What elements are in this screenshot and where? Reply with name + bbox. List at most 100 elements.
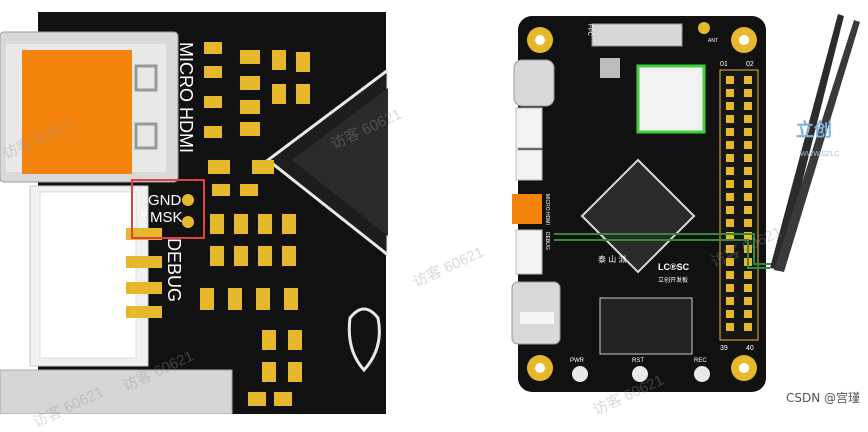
tweezers: [770, 14, 844, 270]
gpio-pin: [744, 115, 752, 123]
smd-components: [200, 42, 310, 406]
jumper-wire-2: [554, 239, 770, 269]
gpio-pin: [744, 297, 752, 305]
debug-connector-body: [39, 191, 137, 359]
gpio-pin: [726, 310, 734, 318]
usb-c-port: [513, 59, 555, 107]
gpio-pin: [744, 206, 752, 214]
gpio-pin: [726, 141, 734, 149]
rst-button: [632, 366, 648, 382]
debug-label: DEBUG: [164, 238, 184, 302]
closeup-illustration: GND MSK MICRO HDMI DEBUG: [0, 12, 390, 415]
gpio-pin: [726, 167, 734, 175]
fpc-connector: [591, 23, 683, 47]
side-brand: 立创: [796, 119, 832, 140]
hdmi-clip-top: [134, 64, 158, 92]
usb-a-tongue: [520, 312, 554, 324]
gpio-pin: [726, 154, 734, 162]
debug-pad-2: [126, 256, 162, 268]
board-panel: FPC ANT MICRO HDMI DEBUG 泰 山 派 LC®SC 立创开…: [508, 0, 868, 414]
gpio-pin: [744, 219, 752, 227]
watermark: 访客 60621: [410, 243, 487, 292]
gpio-pin: [726, 76, 734, 84]
pin01-label: 01: [720, 61, 728, 68]
gpio-pin: [726, 284, 734, 292]
gpio-pin: [726, 297, 734, 305]
board-illustration: FPC ANT MICRO HDMI DEBUG 泰 山 派 LC®SC 立创开…: [511, 14, 860, 392]
gpio-pin: [726, 245, 734, 253]
gpio-pin: [744, 180, 752, 188]
gpio-pin: [744, 89, 752, 97]
cpu-chip: [580, 158, 696, 274]
gpio-pin: [726, 232, 734, 240]
gpio-pin: [726, 115, 734, 123]
fpc-label: FPC: [586, 24, 592, 37]
micro-hdmi-label: MICRO HDMI: [176, 42, 196, 153]
pwr-button: [572, 366, 588, 382]
pin02-label: 02: [746, 61, 754, 68]
gpio-pin: [726, 271, 734, 279]
lcsc-logo: LC®SC: [658, 262, 690, 272]
crystal: [600, 58, 620, 78]
pin39-label: 39: [720, 345, 728, 352]
rec-button: [694, 366, 710, 382]
side-url: WWW.SZLC: [800, 151, 839, 158]
gpio-pin: [744, 310, 752, 318]
rst-label: RST: [632, 358, 644, 364]
csdn-credit: CSDN @宫瑾: [785, 391, 860, 405]
antenna-pad: [698, 22, 710, 34]
debug-pad-3: [126, 282, 162, 294]
gpio-pin: [744, 284, 752, 292]
pin40-label: 40: [746, 345, 754, 352]
gnd-label: GND: [148, 192, 182, 209]
side-connector-1: [515, 107, 543, 149]
gpio-pin: [744, 193, 752, 201]
gpio-pin: [744, 323, 752, 331]
gnd-pad: [182, 194, 194, 206]
closeup-panel: GND MSK MICRO HDMI DEBUG: [0, 0, 390, 415]
side-connector-2: [515, 149, 543, 181]
gpio-pin: [726, 128, 734, 136]
msk-pad: [182, 216, 194, 228]
micro-hdmi-port: [512, 194, 542, 224]
gpio-pin: [726, 89, 734, 97]
gpio-pin: [726, 206, 734, 214]
lcsc-cn: 立创开发板: [658, 276, 688, 284]
gpio-pin: [744, 154, 752, 162]
gpio-pin: [744, 232, 752, 240]
gpio-pin: [726, 219, 734, 227]
debug-pad-4: [126, 306, 162, 318]
ram-chip: [599, 297, 693, 355]
mascot-logo: [347, 307, 381, 373]
gpio-pin: [744, 76, 752, 84]
gpio-pin: [726, 193, 734, 201]
wifi-module-highlight: [636, 64, 706, 134]
gpio-header: [719, 69, 759, 341]
msk-dot: [141, 211, 147, 217]
pwr-label: PWR: [570, 358, 585, 364]
gpio-pin: [744, 271, 752, 279]
hdmi-vert-label: MICRO HDMI: [544, 194, 550, 225]
rec-label: REC: [694, 358, 707, 364]
gpio-pin: [744, 128, 752, 136]
mounting-holes: [527, 27, 757, 381]
gpio-pin: [726, 102, 734, 110]
jumper-wire-1: [554, 233, 774, 265]
msk-label: MSK: [150, 209, 183, 226]
gpio-pin: [744, 167, 752, 175]
gpio-pin: [744, 102, 752, 110]
debug-port: [515, 229, 543, 275]
ant-label: ANT: [708, 38, 718, 44]
gpio-pin: [726, 180, 734, 188]
board-cn-name: 泰 山 派: [598, 254, 626, 264]
cpu-die: [292, 88, 388, 236]
gpio-pin: [744, 141, 752, 149]
hdmi-orange-insert: [22, 50, 132, 174]
gpio-pin: [726, 323, 734, 331]
gpio-pin: [726, 258, 734, 266]
gpio-pins: [726, 76, 752, 331]
tweezers-arm: [774, 20, 860, 272]
debug-vert-label: DEBUG: [544, 232, 550, 250]
gnd-msk-highlight: [131, 179, 205, 239]
usb-connector: [0, 369, 233, 415]
